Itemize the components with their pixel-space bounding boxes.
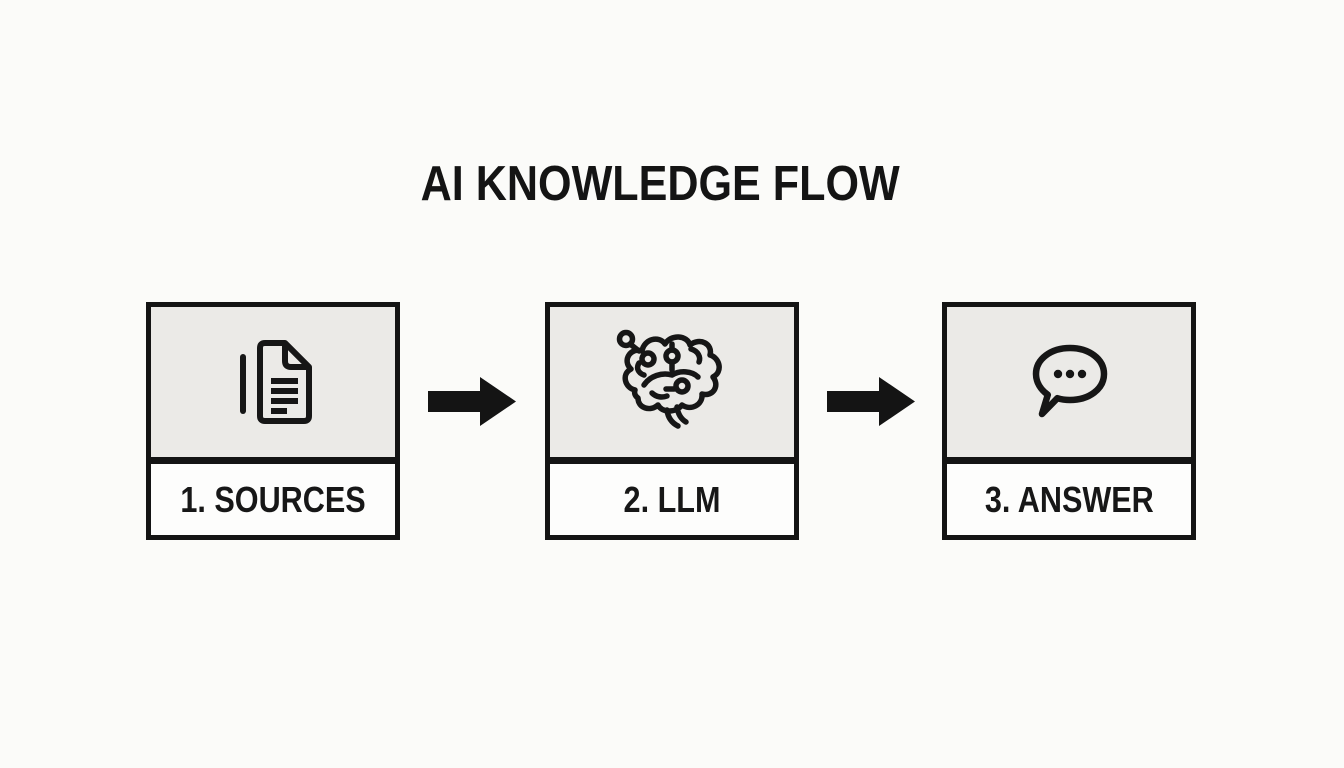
arrow-right-icon [428,375,518,428]
llm-label: 2. LLM [623,478,721,520]
flow-step-answer: 3. ANSWER [942,302,1196,540]
speech-bubble-icon [1019,335,1119,429]
llm-icon-panel [550,307,794,464]
answer-label-panel: 3. ANSWER [947,464,1191,535]
page-title: AI KNOWLEDGE FLOW [0,158,1320,210]
answer-icon-panel [947,307,1191,464]
brain-icon [609,326,735,438]
document-icon [229,331,317,433]
llm-label-panel: 2. LLM [550,464,794,535]
flow-step-llm: 2. LLM [545,302,799,540]
answer-label: 3. ANSWER [984,478,1154,520]
page-title-text: AI KNOWLEDGE FLOW [420,157,900,211]
sources-label-panel: 1. SOURCES [151,464,395,535]
sources-label: 1. SOURCES [180,478,366,520]
arrow-right-icon [827,375,917,428]
sources-icon-panel [151,307,395,464]
flow-step-sources: 1. SOURCES [146,302,400,540]
